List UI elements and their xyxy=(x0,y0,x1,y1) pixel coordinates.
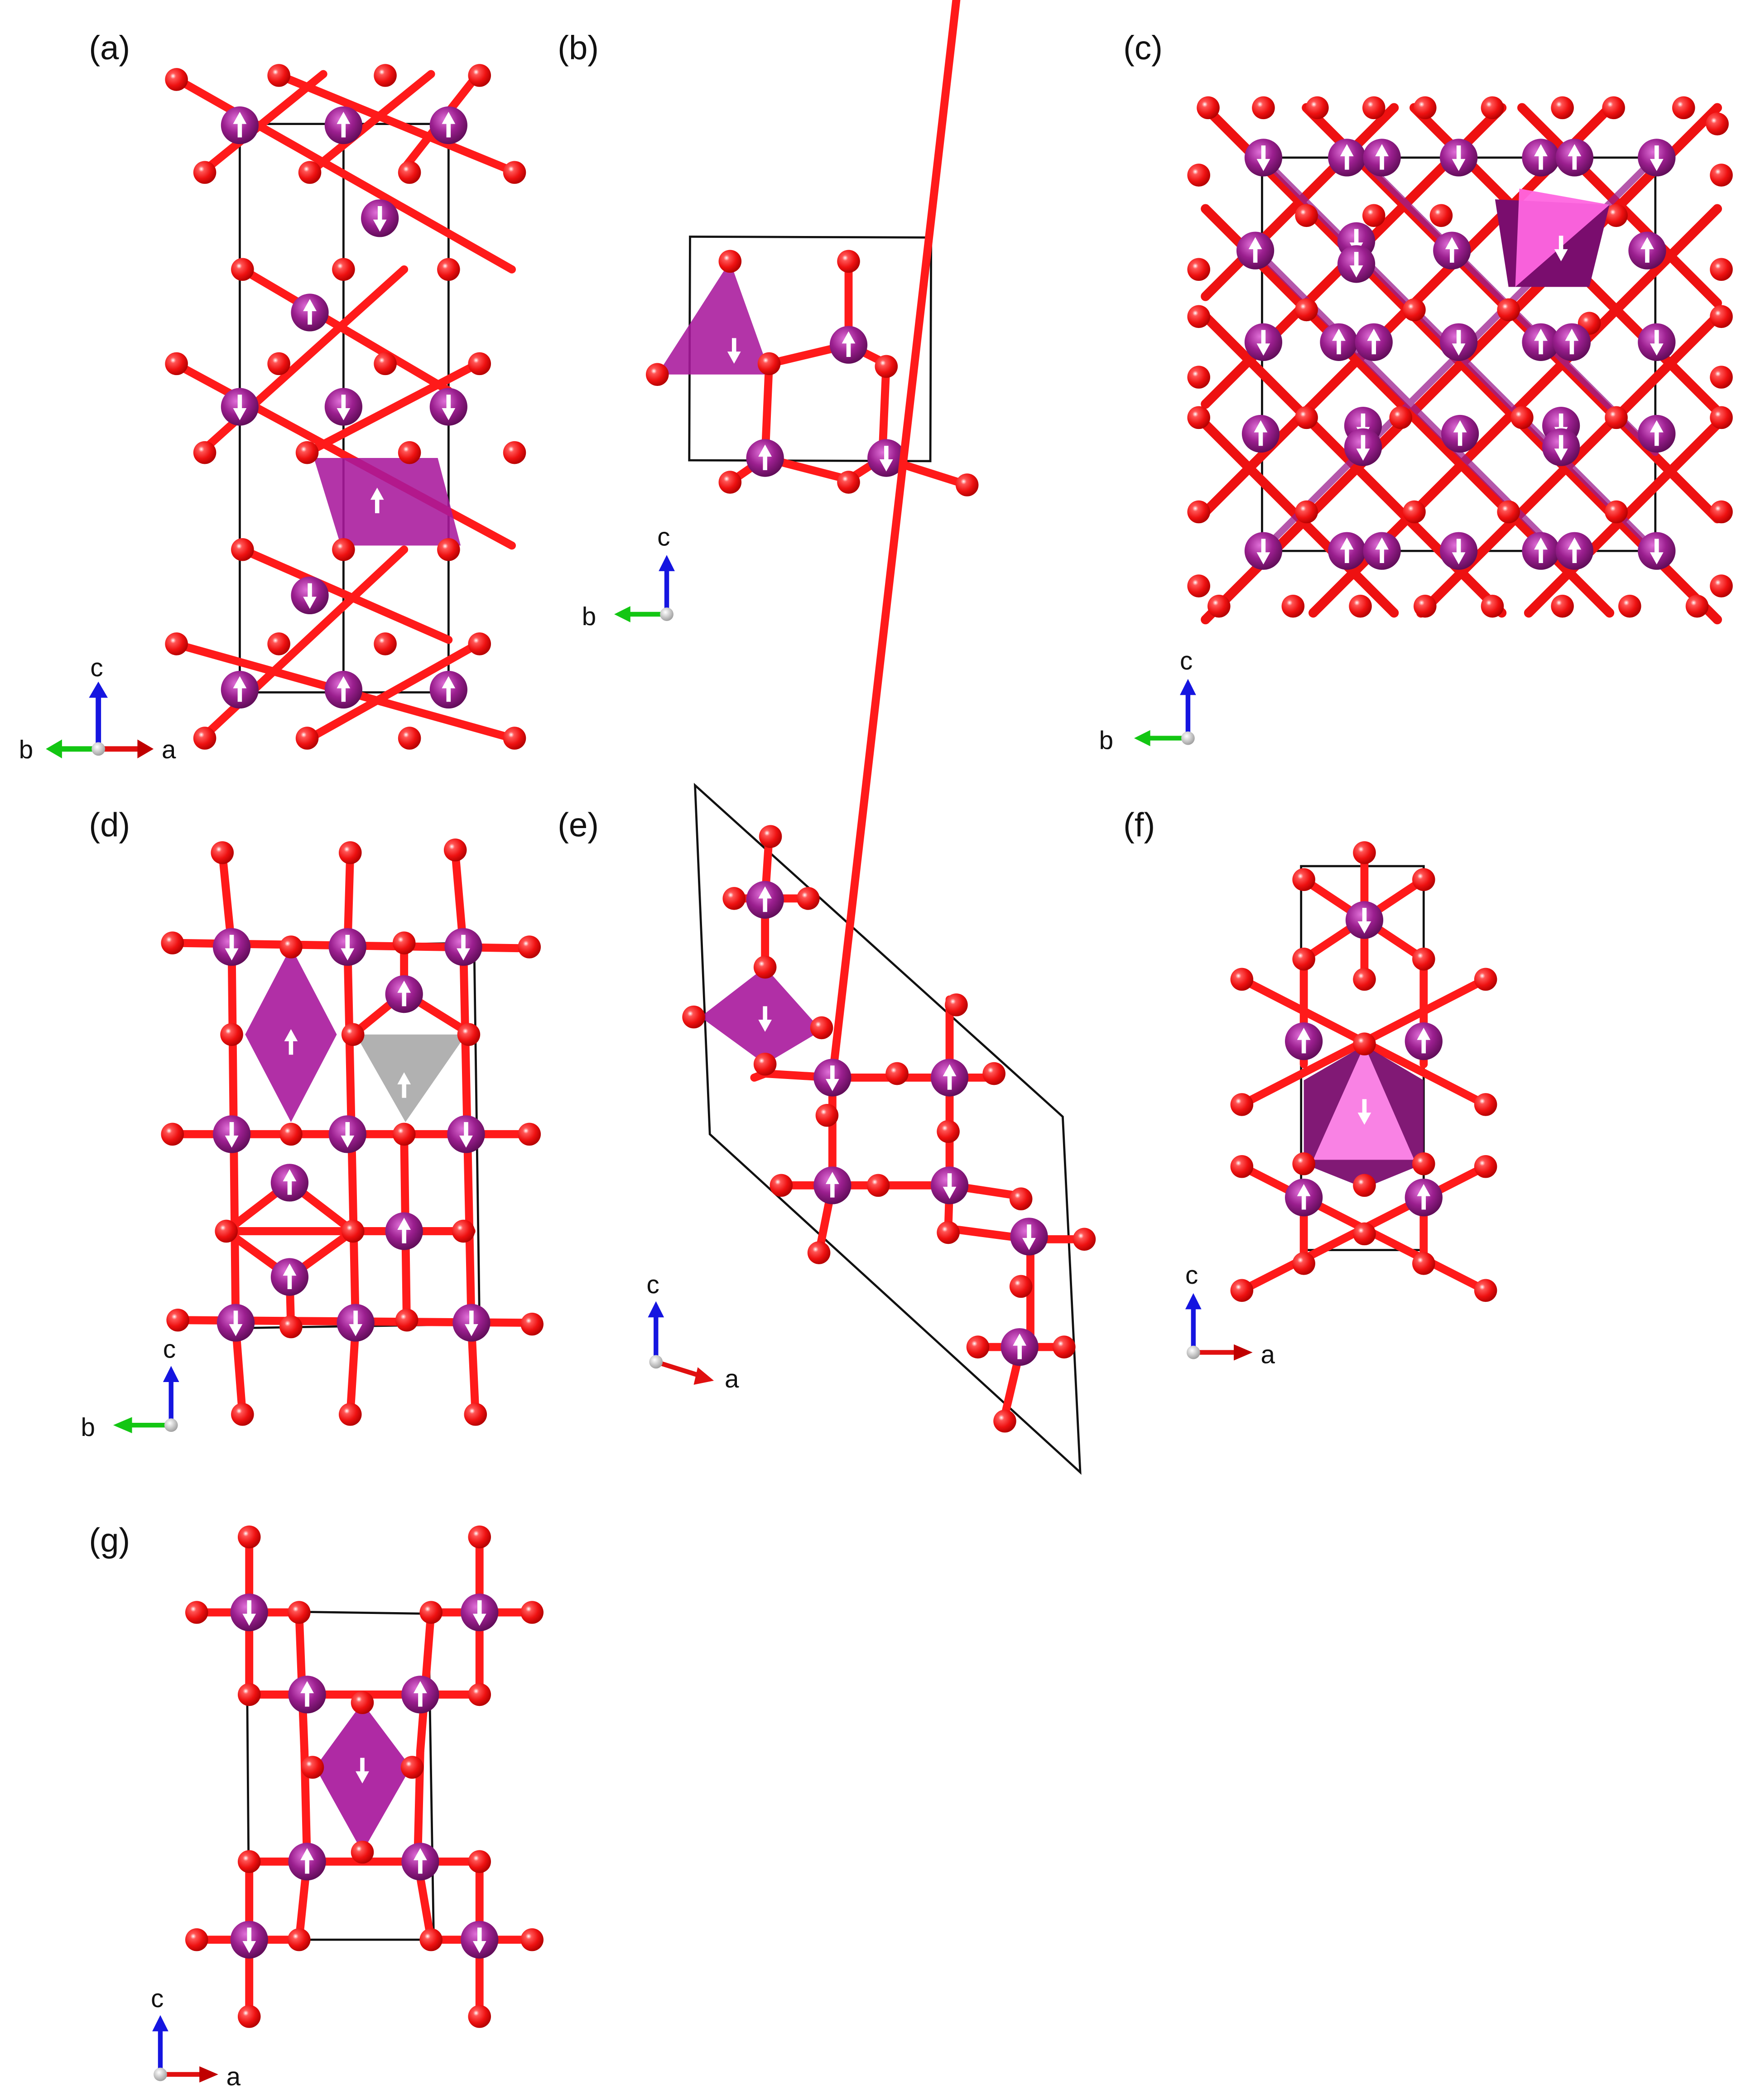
axis-c-label-e: c xyxy=(646,1270,659,1299)
panel-c: (c) xyxy=(1099,29,1733,754)
panel-label-d: (d) xyxy=(89,806,130,844)
axis-a-label-e: a xyxy=(725,1364,739,1393)
axis-c-label-c: c xyxy=(1180,646,1193,675)
metal-atoms-e xyxy=(746,881,1048,1366)
axis-a-label-g: a xyxy=(226,2062,241,2090)
axis-triad-b: c b xyxy=(582,522,675,631)
axis-triad-c: c b xyxy=(1099,646,1196,754)
bonds-e xyxy=(730,0,1088,1426)
axis-b-label-a: b xyxy=(19,735,33,764)
axis-a-label-f: a xyxy=(1260,1340,1275,1368)
panel-label-g: (g) xyxy=(89,1522,130,1559)
panel-e: (e) xyxy=(558,0,1096,1475)
panel-label-f: (f) xyxy=(1123,806,1155,844)
panel-b: (b) c xyxy=(558,29,979,631)
axis-c-label-f: c xyxy=(1185,1261,1198,1289)
panel-g: (g) xyxy=(89,1522,544,2090)
axis-triad-g: c a xyxy=(151,1984,241,2090)
panel-label-a: (a) xyxy=(89,29,130,67)
axis-c-label-g: c xyxy=(151,1984,164,2013)
axis-triad-d: c b xyxy=(81,1334,179,1441)
panel-f: (f) xyxy=(1123,806,1497,1368)
axis-c-label-d: c xyxy=(163,1334,176,1363)
octahedron-a xyxy=(313,458,461,546)
axis-a-label-a: a xyxy=(162,735,176,764)
axis-c-label-a: c xyxy=(90,653,103,682)
panel-label-c: (c) xyxy=(1123,29,1163,67)
metal-atoms-g xyxy=(230,1593,499,1959)
panel-label-b: (b) xyxy=(558,29,599,67)
panel-d: (d) xyxy=(81,806,544,1441)
tetrahedron-d-gray xyxy=(356,1034,466,1122)
axis-triad-f: c a xyxy=(1185,1261,1275,1368)
panel-a: (a) xyxy=(19,29,526,764)
axis-b-label-b: b xyxy=(582,602,596,631)
tetrahedron-b xyxy=(657,261,771,375)
axis-triad-a: c b a xyxy=(19,653,176,764)
axis-b-label-d: b xyxy=(81,1413,95,1441)
axis-c-label-b: c xyxy=(657,522,670,551)
octahedron-e xyxy=(700,967,822,1064)
axis-triad-e: c a xyxy=(646,1270,739,1393)
axis-b-label-c: b xyxy=(1099,726,1113,754)
panel-label-e: (e) xyxy=(558,806,599,844)
